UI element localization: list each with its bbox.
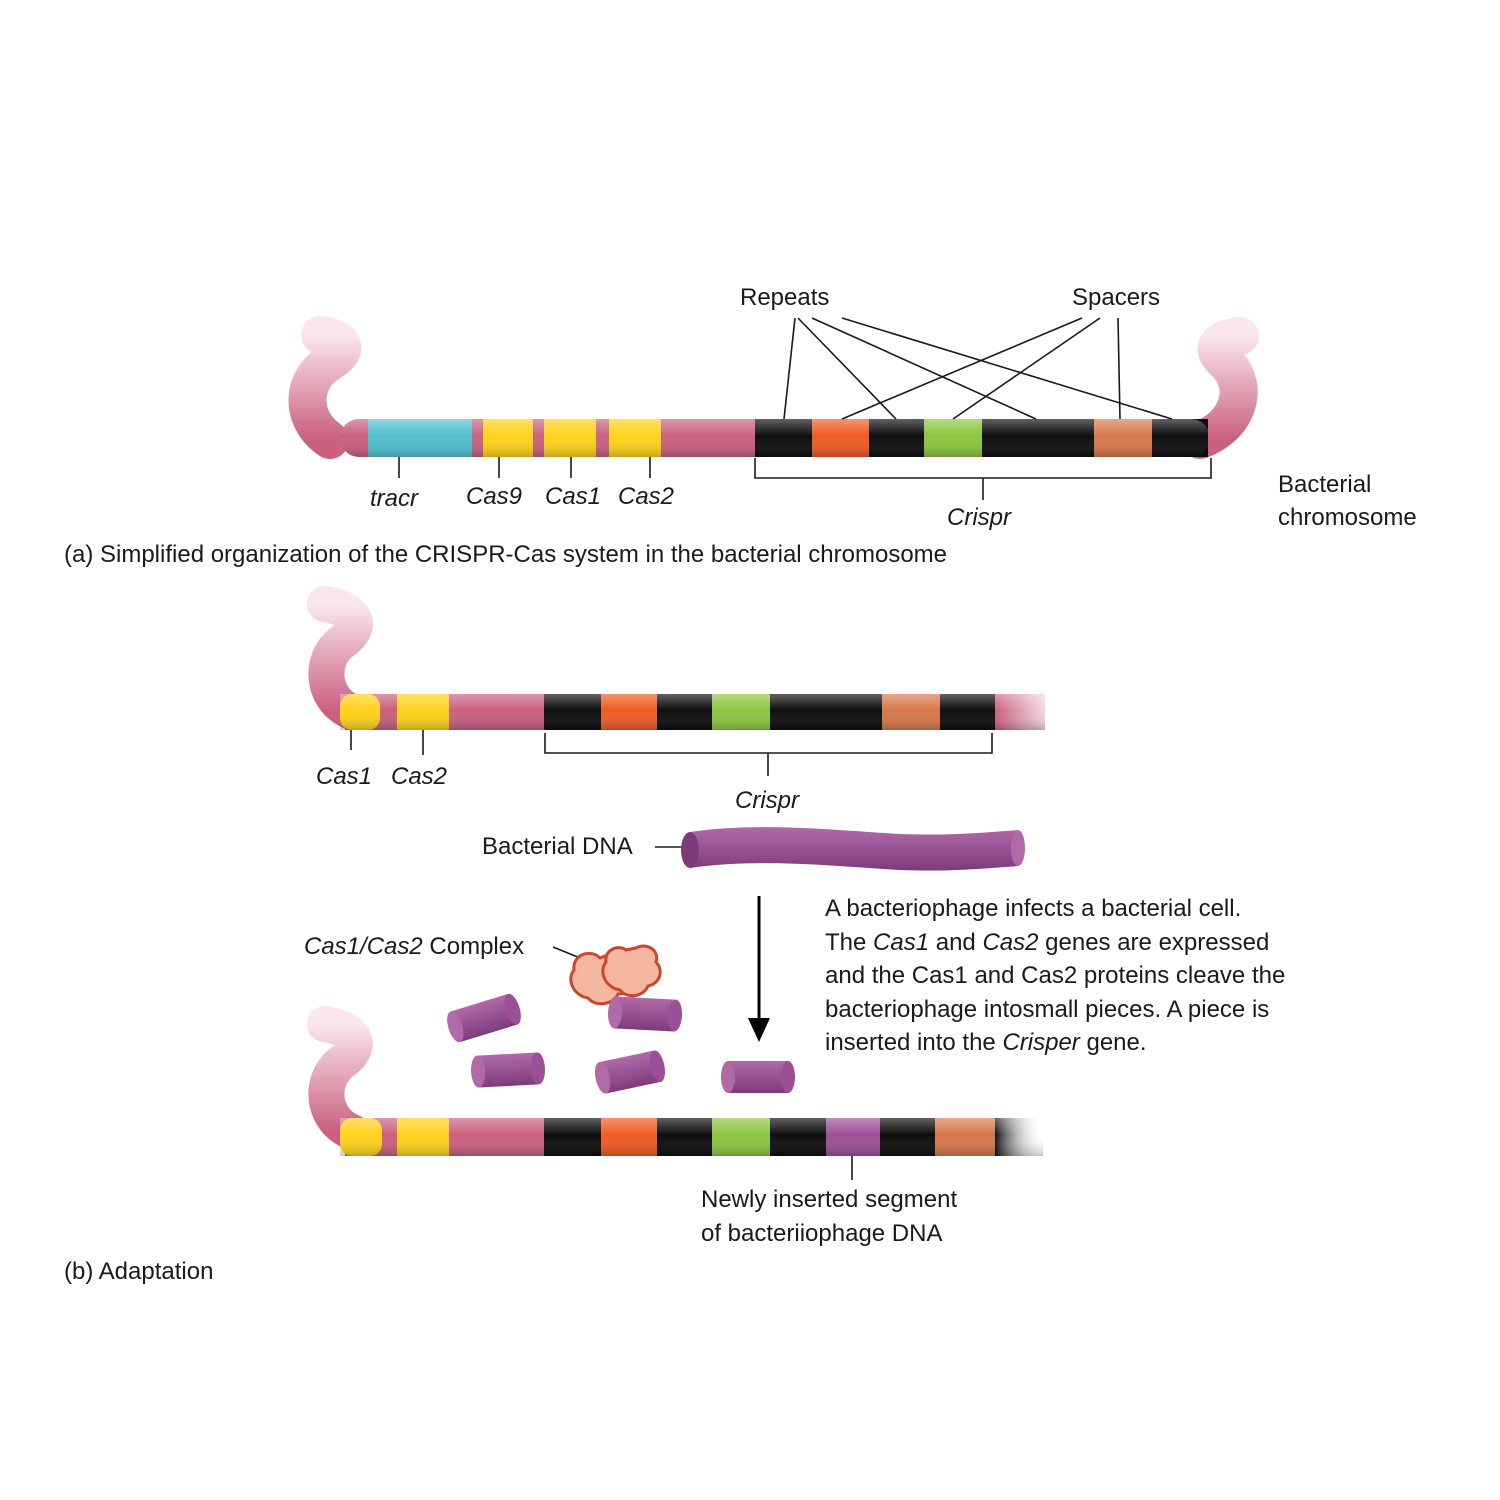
phage-fragment (594, 1050, 666, 1094)
process-arrowhead (748, 1018, 770, 1042)
svg-text:A bacteriophage infects a bact: A bacteriophage infects a bacterial cell… (825, 895, 1241, 922)
chromosome-b1-left-tail (307, 586, 373, 730)
chromosome-b2-shading (340, 1118, 1043, 1156)
panel-b: Cas1 Cas2 Crispr Bacterial DNA A bacteri… (64, 586, 1285, 1285)
svg-text:bacteriophage intosmall pieces: bacteriophage intosmall pieces. A piece … (825, 996, 1269, 1023)
description-text: A bacteriophage infects a bacterial cell… (825, 895, 1285, 1056)
chromosome-b1-shading (340, 694, 1045, 730)
gene-ticks-a (398, 457, 651, 478)
chromosome-a-shading (340, 419, 1210, 457)
crispr-label-b: Crispr (735, 787, 800, 814)
inserted-segment-label-line2: of bacteriiophage DNA (701, 1220, 942, 1247)
phage-dna-end (1011, 830, 1025, 866)
svg-text:The Cas1 and Cas2 genes are ex: The Cas1 and Cas2 genes are expressed (825, 929, 1269, 956)
caption-a: (a) Simplified organization of the CRISP… (64, 541, 947, 568)
chromosome-a-left-tail (288, 316, 362, 459)
crispr-bracket-b (544, 733, 993, 776)
repeat-leader-lines (783, 317, 1173, 420)
phage-fragment (471, 1052, 545, 1088)
caption-b: (b) Adaptation (64, 1258, 213, 1285)
cas1-label-b1: Cas1 (316, 763, 372, 790)
phage-fragment (447, 993, 521, 1043)
cas2-label: Cas2 (618, 483, 674, 510)
svg-text:and the Cas1 and Cas2 proteins: and the Cas1 and Cas2 proteins cleave th… (825, 962, 1285, 989)
cas1-label: Cas1 (545, 483, 601, 510)
phage-dna-strand (690, 827, 1018, 871)
crispr-label-a: Crispr (947, 504, 1012, 531)
inserted-segment-label: Newly inserted segment (701, 1186, 957, 1213)
cas-complex-icon (569, 944, 662, 1006)
bacterial-dna-label: Bacterial DNA (482, 833, 633, 860)
panel-a: Repeats Spacers tracr Cas9 Cas1 Cas2 Cri… (64, 284, 1417, 568)
spacers-label: Spacers (1072, 284, 1160, 311)
phage-dna-end (681, 832, 699, 868)
phage-fragment (608, 996, 682, 1032)
chromosome-a-right-tail (1181, 317, 1259, 459)
chromosome-label: Bacterial (1278, 471, 1371, 498)
repeats-label: Repeats (740, 284, 829, 311)
cas9-label: Cas9 (466, 483, 522, 510)
svg-text:inserted into the Crisper gene: inserted into the Crisper gene. (825, 1029, 1147, 1056)
phage-fragment (721, 1061, 795, 1093)
complex-label: Cas1/Cas2 Complex (304, 933, 524, 960)
chromosome-b2-left-tail (307, 1006, 373, 1150)
cas2-label-b1: Cas2 (391, 763, 447, 790)
crispr-bracket-a (754, 458, 1212, 500)
spacer-leader-lines (841, 317, 1121, 420)
phage-fragments (447, 993, 795, 1094)
tracr-label: tracr (370, 485, 419, 512)
chromosome-label-line2: chromosome (1278, 504, 1417, 531)
